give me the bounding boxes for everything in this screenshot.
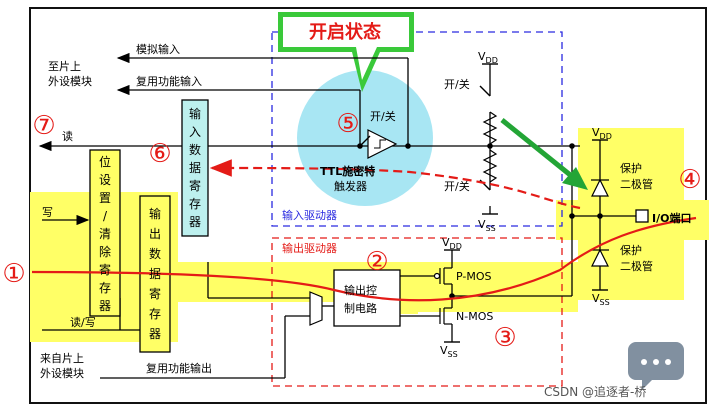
bitset-register-char-8: 器: [99, 299, 111, 313]
output-register-char-2: 数: [149, 246, 161, 261]
svg-text:VSS: VSS: [440, 344, 458, 359]
protect-upper-label-1: 保护: [620, 161, 642, 175]
bitset-register-char-0: 位: [99, 154, 111, 169]
input-read-path: [209, 159, 581, 210]
io-pad: [635, 209, 649, 223]
schmitt-label-1: TTL施密特: [320, 164, 375, 178]
marker-5: ⑤: [336, 109, 359, 139]
read-write-label: 读/写: [70, 315, 96, 329]
output-driver-label: 输出驱动器: [282, 241, 337, 255]
schmitt-trigger: [367, 129, 398, 159]
bit-set-clear-register: [89, 149, 121, 317]
output-control-label-2: 制电路: [344, 302, 377, 315]
output-register-char-4: 寄: [149, 286, 161, 301]
nmos-label: N-MOS: [456, 310, 493, 323]
marker-2: ②: [365, 247, 388, 277]
output-control-box: [333, 269, 401, 327]
write-label: 写: [42, 206, 53, 219]
marker-6: ⑥: [148, 139, 171, 169]
bitset-register-char-3: /: [103, 209, 108, 223]
input-driver-box: [271, 31, 563, 227]
output-register-char-0: 输: [149, 206, 161, 221]
output-register-char-5: 存: [149, 307, 161, 321]
output-driver-box: [271, 237, 563, 387]
schmitt-label-2: 触发器: [334, 179, 367, 193]
protect-upper-label-2: 二极管: [620, 177, 653, 191]
output-register-char-3: 据: [149, 267, 161, 281]
supply-rails: [444, 63, 608, 343]
mos-transistors: [433, 267, 452, 325]
from-chip-label-2: 外设模块: [40, 367, 84, 380]
watermark-text: CSDN @追逐者-桥: [544, 384, 646, 399]
marker-1: ①: [2, 259, 25, 289]
input-register-char-5: 存: [189, 197, 201, 211]
pullup-switch-label: 开/关: [444, 77, 470, 91]
marker-4: ④: [678, 165, 701, 195]
callout-text: 开启状态: [309, 21, 381, 43]
supply-labels: VDD VSS VDD VSS VDD VSS: [440, 50, 612, 359]
chat-bubble-icon: [628, 342, 684, 390]
junction-dots: [357, 143, 603, 299]
output-register-char-6: 器: [149, 327, 161, 341]
bitset-register-char-7: 存: [99, 281, 111, 295]
schmitt-switch-label: 开/关: [370, 109, 396, 123]
io-port-label: I/O端口: [652, 211, 691, 225]
status-callout: [278, 12, 414, 92]
watermark: [628, 342, 684, 390]
svg-text:VDD: VDD: [442, 236, 462, 251]
output-control-label-1: 输出控: [344, 283, 377, 297]
pulldown-switch-label: 开/关: [444, 179, 470, 193]
marker-7: ⑦: [32, 111, 55, 141]
svg-text:VDD: VDD: [592, 126, 612, 141]
protection-diodes: [591, 178, 609, 267]
svg-text:VDD: VDD: [478, 50, 498, 65]
svg-text:VSS: VSS: [592, 292, 610, 307]
bitset-register-char-2: 置: [99, 191, 111, 205]
svg-text:VSS: VSS: [478, 218, 496, 233]
protect-lower-label-1: 保护: [620, 243, 642, 257]
bitset-register-char-6: 寄: [99, 262, 111, 277]
input-driver-label: 输入驱动器: [282, 208, 337, 222]
input-register-char-3: 据: [189, 161, 201, 175]
marker-3: ③: [493, 323, 516, 353]
output-mux: [309, 291, 323, 326]
input-register-char-6: 器: [189, 215, 201, 229]
input-data-register: [181, 99, 209, 237]
from-chip-label-1: 来自片上: [40, 352, 84, 365]
pmos-label: P-MOS: [456, 270, 492, 283]
protect-lower-label-2: 二极管: [620, 259, 653, 273]
output-register-char-1: 出: [149, 227, 161, 241]
input-register-char-2: 数: [189, 142, 201, 157]
input-register-char-0: 输: [189, 106, 201, 121]
output-signal-path: [31, 216, 697, 302]
pull-resistors: [482, 111, 498, 183]
to-chip-label-2: 外设模块: [48, 75, 92, 88]
green-arrow: [500, 118, 588, 190]
bitset-register-char-1: 设: [99, 173, 111, 187]
input-register-char-4: 寄: [189, 178, 201, 193]
read-label: 读: [62, 129, 73, 143]
input-register-char-1: 入: [189, 125, 201, 139]
alt-func-output-label: 复用功能输出: [146, 361, 212, 375]
bitset-register-char-4: 清: [99, 227, 111, 241]
bitset-register-char-5: 除: [99, 244, 111, 259]
alt-func-input-label: 复用功能输入: [136, 74, 202, 88]
to-chip-label-1: 至片上: [48, 60, 81, 73]
analog-input-label: 模拟输入: [136, 42, 180, 56]
